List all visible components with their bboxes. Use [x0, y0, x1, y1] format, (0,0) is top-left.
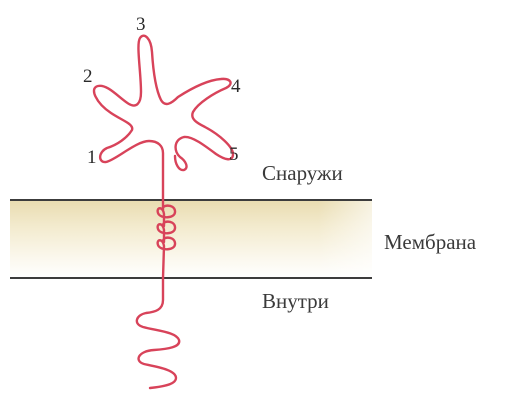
extracellular-domain-loops — [94, 36, 233, 200]
region-label-inside: Внутри — [262, 289, 329, 313]
membrane-band-fade — [10, 200, 372, 278]
region-label-outside: Снаружи — [262, 161, 343, 185]
region-label-membrane: Мембрана — [384, 230, 477, 254]
domain-label-1: 1 — [87, 147, 97, 168]
domain-label-5: 5 — [229, 144, 239, 165]
intracellular-tail — [137, 278, 179, 388]
domain-label-2: 2 — [83, 66, 93, 87]
domain-label-4: 4 — [231, 76, 241, 97]
domain-label-3: 3 — [136, 14, 146, 35]
